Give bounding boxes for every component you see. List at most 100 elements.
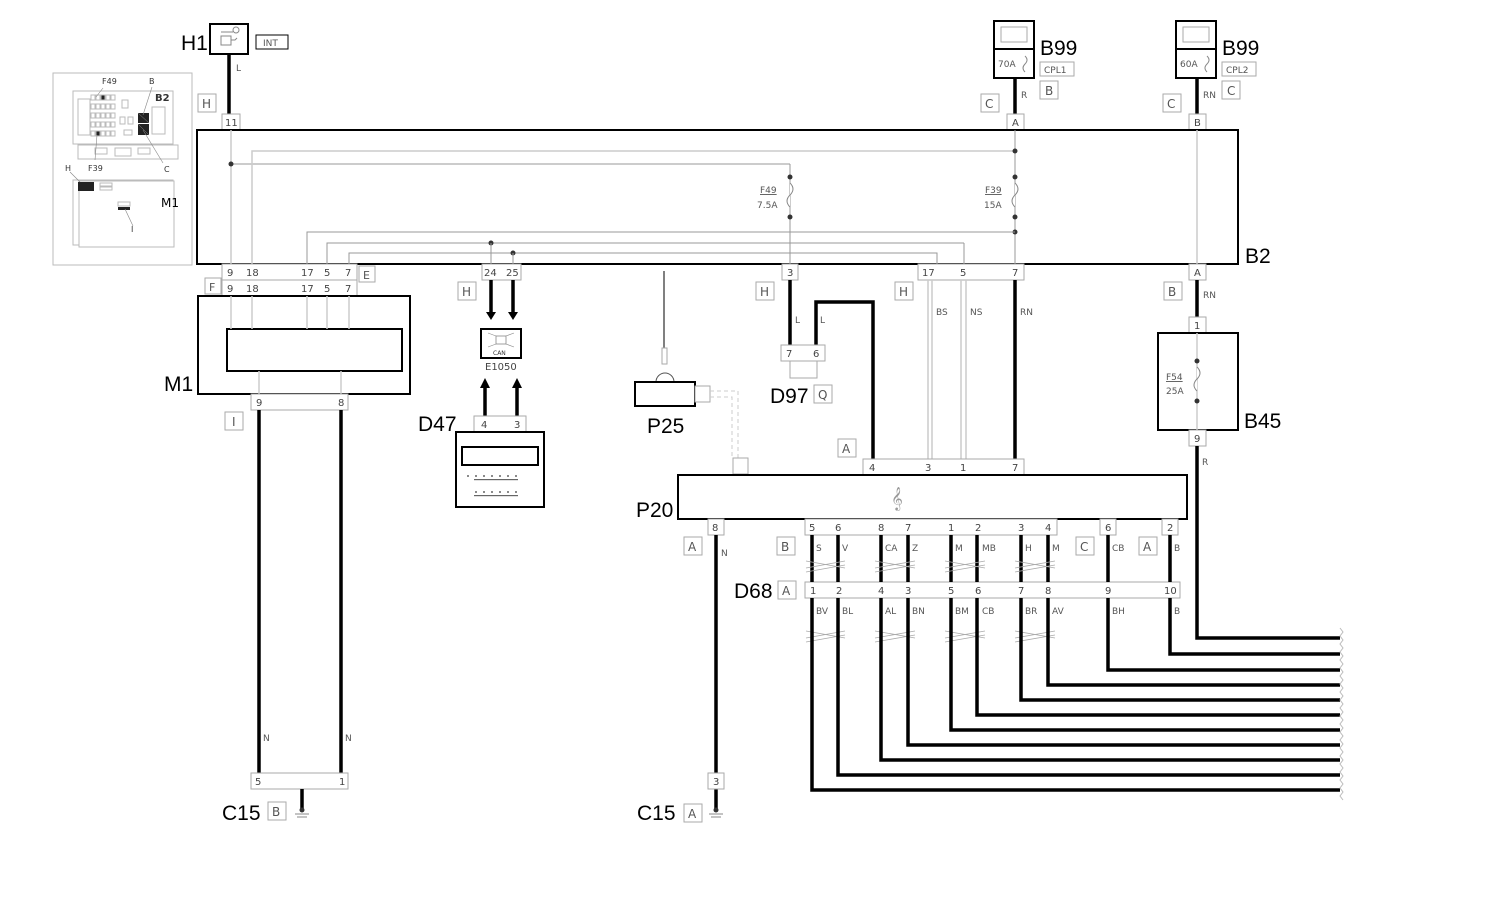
p20-label: P20 bbox=[636, 499, 673, 522]
twisted-pair-marks bbox=[805, 560, 1056, 643]
b45-fuse-rating: 25A bbox=[1166, 387, 1184, 397]
m1-conn-f: F bbox=[209, 281, 215, 294]
b99-1-wire-color: R bbox=[1021, 91, 1027, 101]
c15b-wire-color-2: N bbox=[345, 734, 352, 744]
d68-wire-bl: BL bbox=[842, 607, 853, 617]
ground-icon bbox=[295, 807, 309, 818]
d68-wire-bn: BN bbox=[912, 607, 925, 617]
b99-2-conn-c: C bbox=[1167, 97, 1175, 111]
h1-wire-color: L bbox=[236, 64, 241, 74]
p20-pin-7: 7 bbox=[905, 523, 911, 534]
d68-wire-bv: BV bbox=[816, 607, 829, 617]
p20-wire-h: H bbox=[1025, 544, 1032, 554]
p20-wire-s: S bbox=[816, 544, 822, 554]
component-m1: F 9 18 17 5 7 M1 9 8 I bbox=[164, 277, 411, 773]
m1-pin-18: 18 bbox=[246, 284, 259, 295]
component-b99-1: 70A B99 CPL1 B C R A bbox=[980, 20, 1077, 131]
h1-conn-tag: H bbox=[202, 97, 211, 111]
ignition-key-icon bbox=[220, 26, 240, 46]
d97-wire-color-6: L bbox=[820, 316, 825, 326]
m1-pin-7: 7 bbox=[345, 284, 351, 295]
d68-pin-4: 4 bbox=[878, 586, 884, 597]
b2-pin-17: 17 bbox=[301, 268, 314, 279]
b99-1-fuse: 70A bbox=[998, 60, 1016, 70]
p20-pin-6: 6 bbox=[835, 523, 841, 534]
d68-pin-7: 7 bbox=[1018, 586, 1024, 597]
p20-pin-6b: 6 bbox=[1105, 523, 1111, 534]
b2-can-pin-24: 24 bbox=[484, 268, 497, 279]
locator-inset: F49 B B2 F39 C H M1 I bbox=[52, 72, 193, 266]
p20-pin-5: 5 bbox=[809, 523, 815, 534]
p20-pin-8: 8 bbox=[712, 523, 718, 534]
locator-label-f49: F49 bbox=[102, 77, 117, 86]
d97-wire-color-7: L bbox=[795, 316, 800, 326]
d68-pin-8: 8 bbox=[1045, 586, 1051, 597]
c15b-pin-5: 5 bbox=[255, 777, 261, 788]
b99-1-tag: CPL1 bbox=[1044, 66, 1066, 76]
b45-label: B45 bbox=[1244, 410, 1281, 433]
b2-pin-17b: 17 bbox=[922, 268, 935, 279]
p20-wire-mb: MB bbox=[982, 544, 996, 554]
b2-pin-a: A bbox=[1194, 268, 1201, 279]
d68-pin-1: 1 bbox=[810, 586, 816, 597]
b2-pin-3: 3 bbox=[787, 268, 793, 279]
b2-p20-wires: BS NS RN bbox=[927, 280, 1033, 459]
p20-wire-cb: CB bbox=[1112, 544, 1124, 554]
p20-pin-1: 1 bbox=[948, 523, 954, 534]
component-b45: RN 1 F54 25A B45 9 R bbox=[1157, 280, 1340, 640]
b2-conn-b: B bbox=[1168, 285, 1176, 299]
b2-fuse2-rating: 15A bbox=[984, 201, 1002, 211]
b2-pin-7: 7 bbox=[345, 268, 351, 279]
d47-display-dots bbox=[467, 475, 518, 497]
b2-conn-h-d97: H bbox=[760, 285, 769, 299]
locator-label-c: C bbox=[164, 165, 170, 174]
d68-label: D68 bbox=[734, 580, 773, 603]
component-p25: P25 bbox=[634, 271, 749, 475]
component-c15-a: 3 C15 A bbox=[637, 535, 725, 825]
d68-wire-b: B bbox=[1174, 607, 1180, 617]
b2-fuse2-name: F39 bbox=[985, 186, 1002, 196]
b99-2-tag: CPL2 bbox=[1226, 66, 1248, 76]
d68-wire-bh: BH bbox=[1112, 607, 1125, 617]
b2-label: B2 bbox=[1245, 245, 1271, 268]
p20-wire-n: N bbox=[721, 549, 728, 559]
p20-pin-3: 3 bbox=[1018, 523, 1024, 534]
h1-tag: INT bbox=[263, 39, 278, 49]
b45-wire-out: R bbox=[1202, 458, 1208, 468]
component-b99-2: 60A B99 CPL2 C C RN B bbox=[1162, 20, 1259, 131]
d47-pin-3: 3 bbox=[514, 420, 520, 431]
d97-tag: Q bbox=[818, 388, 827, 402]
b2-conn-h-can: H bbox=[462, 285, 471, 299]
p20-wire-z: Z bbox=[912, 544, 918, 554]
p20-wire-color-rn: RN bbox=[1020, 308, 1033, 318]
p20-wire-color-bs: BS bbox=[936, 308, 948, 318]
locator-label-b2: B2 bbox=[155, 93, 170, 104]
c15a-label: C15 bbox=[637, 802, 676, 825]
p20-wire-ca: CA bbox=[885, 544, 898, 554]
b99-1-pin: A bbox=[1012, 118, 1019, 129]
p20-wire-m2: M bbox=[1052, 544, 1060, 554]
break-line bbox=[1339, 627, 1344, 801]
p20-wire-v: V bbox=[842, 544, 849, 554]
p20-tag-a: A bbox=[688, 540, 697, 554]
d68-pin-9: 9 bbox=[1105, 586, 1111, 597]
p20-pin-2: 2 bbox=[975, 523, 981, 534]
e1050-label: E1050 bbox=[485, 362, 517, 373]
component-d47: 4 3 D47 bbox=[418, 378, 545, 508]
h1-pin: 11 bbox=[225, 118, 238, 129]
d68-pin-6: 6 bbox=[975, 586, 981, 597]
m1-label: M1 bbox=[164, 373, 193, 396]
b99-1-conn-c: C bbox=[985, 97, 993, 111]
component-e1050: CAN E1050 bbox=[480, 280, 522, 373]
m1-pin-9: 9 bbox=[227, 284, 233, 295]
c15b-label: C15 bbox=[222, 802, 261, 825]
b2-conn-h-p20: H bbox=[899, 285, 908, 299]
m1-pin-out-9: 9 bbox=[256, 398, 262, 409]
d68-tag: A bbox=[782, 584, 791, 598]
c15b-tag: B bbox=[272, 805, 280, 819]
p20-top-pin-7: 7 bbox=[1012, 463, 1018, 474]
component-b2: B2 F49 7.5A F39 15A 9 18 17 bbox=[196, 129, 1271, 301]
b99-1-conn-b: B bbox=[1045, 84, 1053, 98]
b45-pin-9: 9 bbox=[1194, 434, 1200, 445]
